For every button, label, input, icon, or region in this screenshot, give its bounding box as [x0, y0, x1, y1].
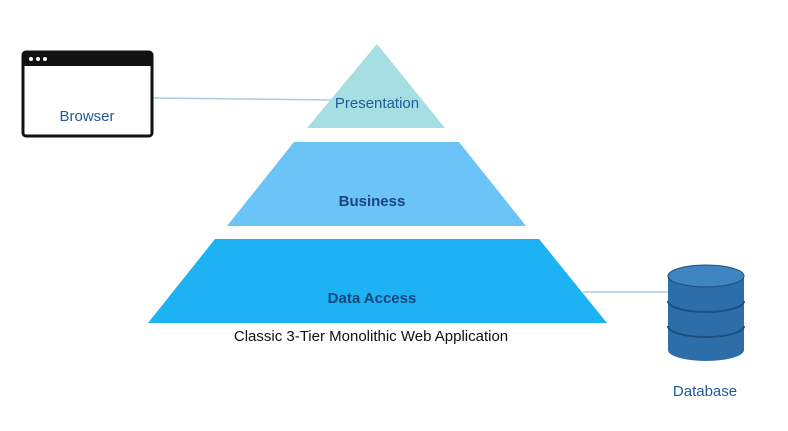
tier-label-data-access: Data Access [328, 290, 417, 307]
browser-window-icon [21, 50, 154, 138]
tier-business [227, 142, 526, 226]
tier-presentation [307, 44, 445, 128]
tier-label-presentation: Presentation [335, 95, 419, 112]
diagram-caption: Classic 3-Tier Monolithic Web Applicatio… [234, 328, 508, 345]
browser-label: Browser [59, 108, 114, 125]
database-label: Database [673, 383, 737, 400]
browser-connector-line [151, 97, 336, 101]
tier-label-business: Business [339, 193, 406, 210]
database-cylinder-icon [667, 264, 745, 361]
tier-data-access [148, 239, 607, 323]
